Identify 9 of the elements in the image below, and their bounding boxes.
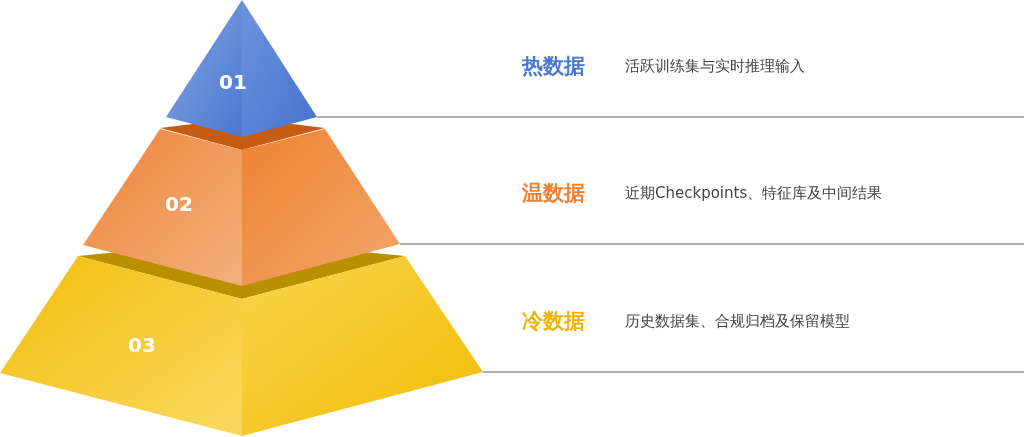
tier-number: 02 [165,194,193,214]
tier-heading: 热数据 [522,54,585,78]
tier-number: 01 [219,72,247,92]
tier-heading: 冷数据 [522,309,585,333]
tier-heading: 温数据 [522,181,585,205]
tier-description: 近期Checkpoints、特征库及中间结果 [625,183,883,203]
tier-description: 活跃训练集与实时推理输入 [625,56,805,76]
tier-number: 03 [128,335,156,355]
tier-description: 历史数据集、合规归档及保留模型 [625,311,850,331]
